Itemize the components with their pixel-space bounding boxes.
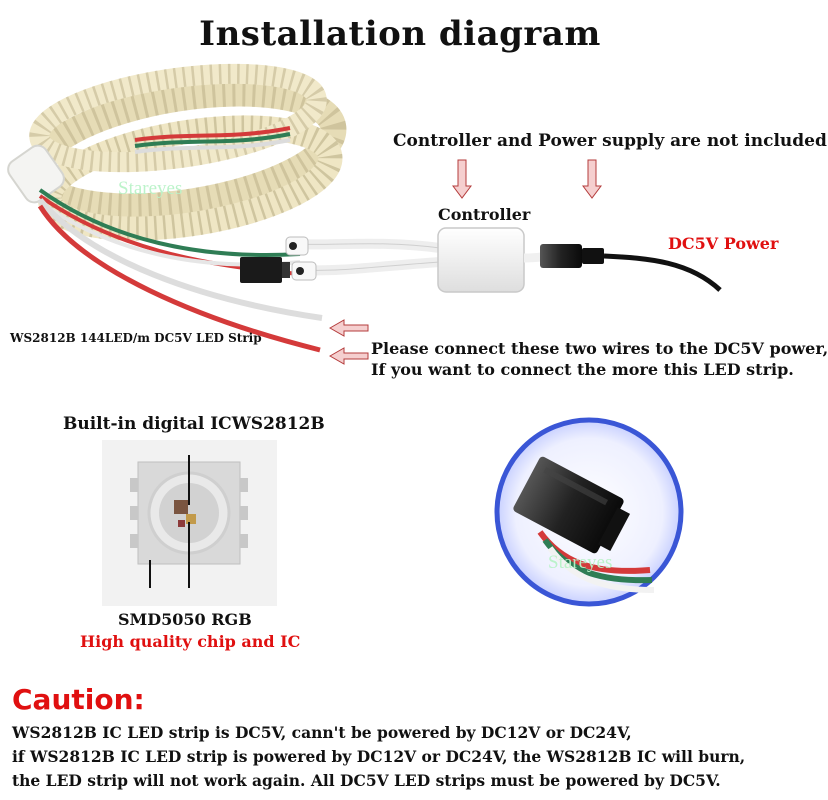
- chip-quality: High quality chip and IC: [80, 632, 301, 651]
- chip-title: Built-in digital ICWS2812B: [63, 414, 325, 434]
- connector-zoom: [494, 417, 684, 607]
- strip-label: WS2812B 144LED/m DC5V LED Strip: [10, 331, 262, 345]
- down-arrows: [452, 159, 602, 199]
- connect-note-line-1: Please connect these two wires to the DC…: [371, 339, 828, 358]
- wire-pointer-arrows: [328, 319, 369, 365]
- chip-name: SMD5050 RGB: [118, 610, 252, 629]
- watermark-zoom: Stareyes: [548, 552, 613, 573]
- controller-device: [285, 227, 722, 293]
- not-included-note: Controller and Power supply are not incl…: [393, 131, 827, 151]
- caution-line-1: WS2812B IC LED strip is DC5V, cann't be …: [12, 723, 632, 742]
- power-label: DC5V Power: [668, 234, 779, 253]
- caution-heading: Caution:: [12, 683, 145, 716]
- connect-note: Please connect these two wires to the DC…: [371, 338, 828, 380]
- chip-diagram: [102, 440, 277, 606]
- caution-line-3: the LED strip will not work again. All D…: [12, 771, 721, 790]
- installation-diagram: Installation diagram Controller and Powe…: [7, 14, 828, 790]
- caution-line-2: if WS2812B IC LED strip is powered by DC…: [12, 747, 746, 766]
- strip-jst-connector: [240, 257, 290, 283]
- controller-label: Controller: [438, 205, 531, 224]
- connect-note-line-2: If you want to connect the more this LED…: [371, 360, 794, 379]
- page-title: Installation diagram: [199, 14, 601, 54]
- watermark-strip: Stareyes: [118, 178, 183, 199]
- diagram-graphics: [7, 63, 722, 607]
- led-strip-reel: [7, 63, 347, 241]
